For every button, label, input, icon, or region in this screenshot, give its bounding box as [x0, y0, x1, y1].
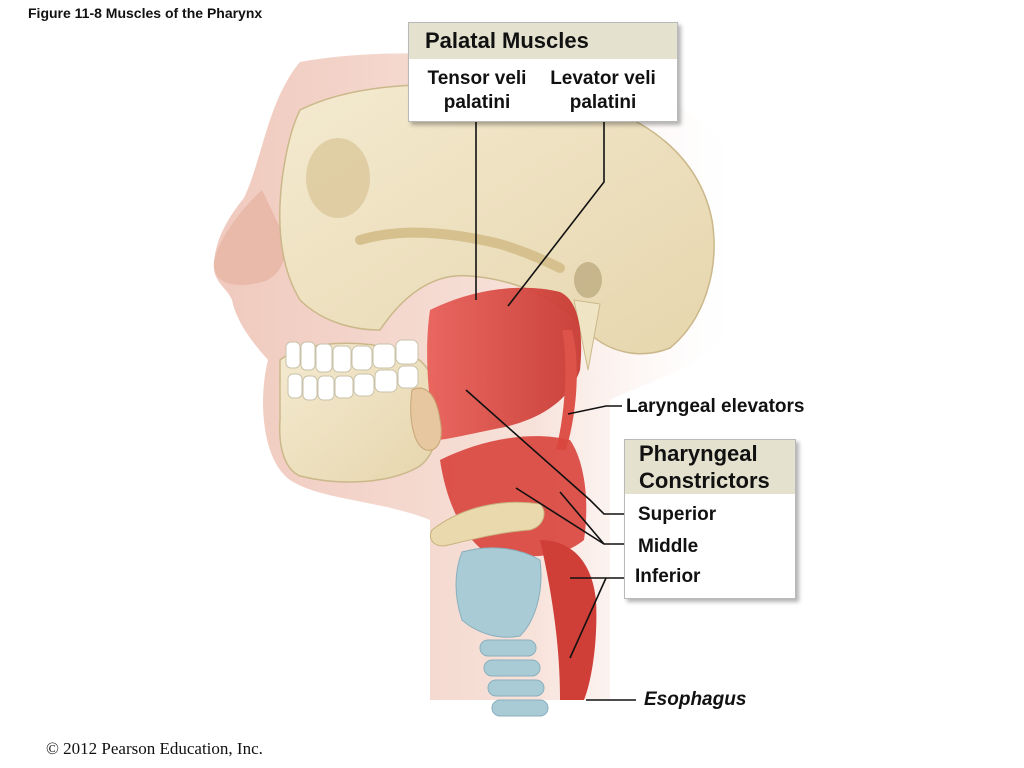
leader-lines — [465, 114, 636, 701]
pharyngeal-constrictors-box: Pharyngeal Constrictors — [624, 439, 796, 599]
leader-laryngeal — [567, 405, 622, 415]
zygomatic-arch — [355, 227, 565, 273]
label-superior: Superior — [638, 504, 717, 525]
eye-orbit — [306, 138, 370, 218]
hyoid-bone — [430, 501, 545, 547]
thyroid-cartilage — [455, 547, 542, 638]
leader-levator — [507, 114, 605, 307]
lower-teeth — [287, 365, 419, 401]
superior-constrictor-muscle — [427, 287, 582, 440]
copyright-notice: © 2012 Pearson Education, Inc. — [46, 739, 263, 758]
pharyngeal-constrictors-heading: Pharyngeal Constrictors — [625, 440, 795, 494]
leader-middle-b — [559, 491, 605, 545]
upper-teeth — [285, 339, 419, 373]
styloid-process — [573, 299, 601, 371]
label-inferior: Inferior — [635, 566, 701, 587]
palatal-muscles-box: Palatal Muscles Tensor veli palatini Lev… — [408, 22, 678, 122]
palatal-muscles-heading: Palatal Muscles — [409, 23, 677, 59]
figure-title: Figure 11-8 Muscles of the Pharynx — [28, 5, 263, 21]
label-middle: Middle — [638, 536, 699, 557]
buccinator-attachment — [410, 387, 442, 451]
leader-inferior-b — [569, 577, 607, 659]
nose — [213, 190, 287, 286]
label-laryngeal-elevators: Laryngeal elevators — [626, 396, 805, 417]
laryngeal-elevator-muscle — [556, 330, 577, 450]
label-tensor-veli-palatini: Tensor veli palatini — [427, 68, 527, 113]
tracheal-rings — [479, 639, 549, 717]
label-levator-veli-palatini: Levator veli palatini — [550, 68, 656, 113]
leader-superior — [465, 389, 626, 515]
inferior-constrictor-muscle — [540, 540, 597, 700]
ear-canal — [574, 262, 602, 298]
label-esophagus: Esophagus — [644, 689, 747, 710]
